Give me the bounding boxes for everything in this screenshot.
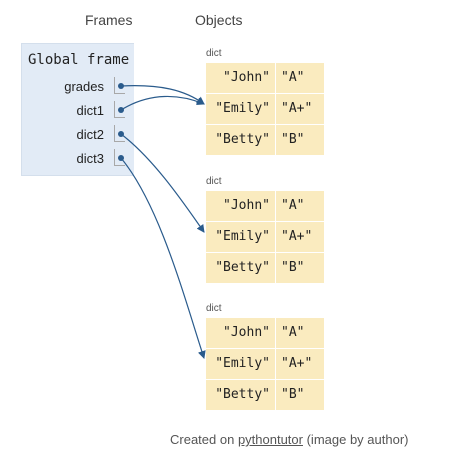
dict-value: "A" xyxy=(276,63,324,93)
arrow-dict2 xyxy=(120,133,205,233)
pythontutor-link[interactable]: pythontutor xyxy=(237,432,303,447)
objects-header: Objects xyxy=(195,12,243,28)
dict-key: "Betty" xyxy=(206,125,275,155)
arrow-dict3 xyxy=(120,157,206,359)
caption-prefix: Created on xyxy=(170,432,238,447)
global-frame: Global frame grades dict1 dict2 dict3 xyxy=(21,43,134,176)
var-name-dict3: dict3 xyxy=(76,151,104,166)
arrow-dict1 xyxy=(120,95,205,111)
dict-key: "John" xyxy=(206,63,275,93)
caption-suffix: (image by author) xyxy=(302,432,409,447)
dict-type-label: dict xyxy=(206,303,222,314)
pointer-dot-dict2 xyxy=(118,131,124,137)
arrow-grades xyxy=(120,85,205,105)
caption: Created on pythontutor (image by author) xyxy=(170,432,408,447)
dict-key: "Emily" xyxy=(206,349,275,379)
dict-value: "A" xyxy=(276,191,324,221)
pointer-dot-dict1 xyxy=(118,107,124,113)
pointer-slot-grades xyxy=(114,77,125,94)
frames-header: Frames xyxy=(85,12,133,28)
dict-value: "B" xyxy=(276,253,324,283)
dict-key: "Emily" xyxy=(206,94,275,124)
dict-key: "Emily" xyxy=(206,222,275,252)
dict-key: "Betty" xyxy=(206,253,275,283)
dict-key: "Betty" xyxy=(206,380,275,410)
dict-type-label: dict xyxy=(206,48,222,59)
dict-key: "John" xyxy=(206,191,275,221)
dict-value: "B" xyxy=(276,380,324,410)
global-frame-title: Global frame xyxy=(28,52,130,68)
dict-key: "John" xyxy=(206,318,275,348)
dict-type-label: dict xyxy=(206,176,222,187)
dict-value: "A+" xyxy=(276,349,324,379)
pointer-slot-dict1 xyxy=(114,101,125,118)
pointer-dot-grades xyxy=(118,83,124,89)
var-name-dict2: dict2 xyxy=(76,127,104,142)
var-name-grades: grades xyxy=(64,79,104,94)
dict-value: "A+" xyxy=(276,94,324,124)
var-name-dict1: dict1 xyxy=(76,103,104,118)
pointer-slot-dict2 xyxy=(114,125,125,142)
pointer-dot-dict3 xyxy=(118,155,124,161)
dict-value: "A+" xyxy=(276,222,324,252)
pointer-slot-dict3 xyxy=(114,149,125,166)
dict-value: "A" xyxy=(276,318,324,348)
dict-value: "B" xyxy=(276,125,324,155)
